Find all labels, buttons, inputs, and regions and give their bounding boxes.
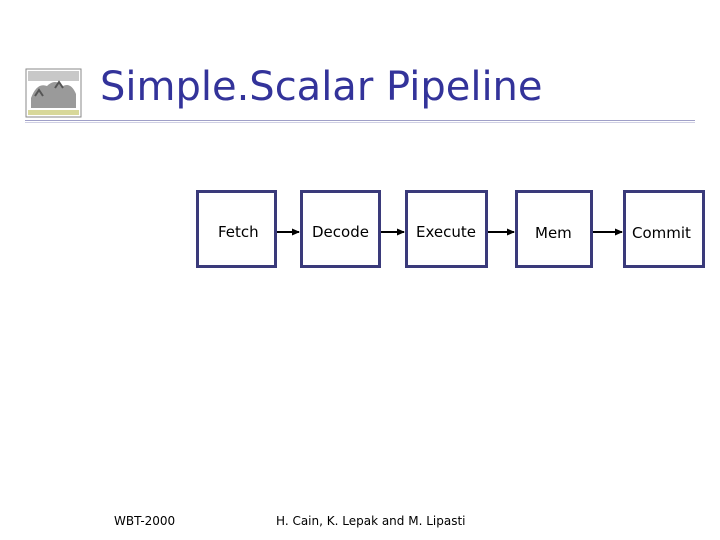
stage-label-execute: Execute: [416, 223, 476, 241]
stage-box-commit: [623, 190, 705, 268]
stage-box-mem: [515, 190, 593, 268]
footer-left: WBT-2000: [114, 514, 176, 528]
title-divider-shadow: [25, 122, 695, 123]
logo-image: [25, 68, 82, 118]
stage-box-execute: [405, 190, 488, 268]
footer-center: H. Cain, K. Lepak and M. Lipasti: [276, 514, 466, 528]
title-divider: [25, 120, 695, 121]
slide-title: Simple.Scalar Pipeline: [100, 64, 543, 110]
stage-label-commit: Commit: [632, 224, 691, 242]
stage-box-fetch: [196, 190, 277, 268]
stage-label-fetch: Fetch: [218, 223, 259, 241]
stage-label-decode: Decode: [312, 223, 369, 241]
stage-label-mem: Mem: [535, 224, 572, 242]
stage-box-decode: [300, 190, 381, 268]
